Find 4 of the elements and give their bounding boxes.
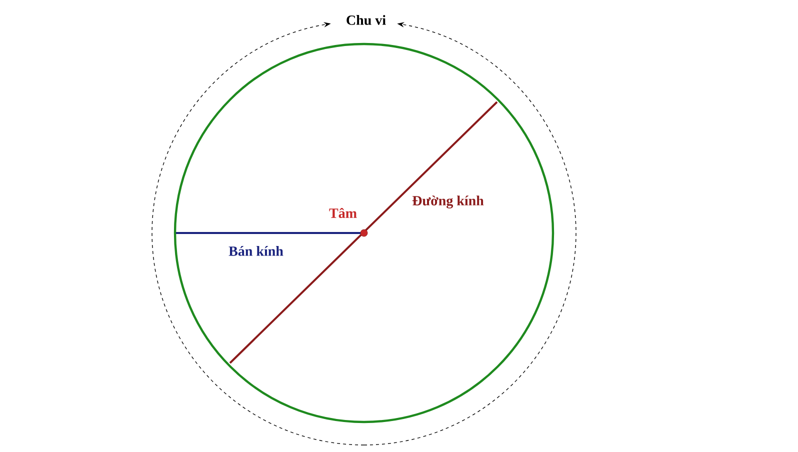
label: Bán kính <box>228 246 284 256</box>
label: Chu vi <box>346 15 386 25</box>
label: Đường kính <box>412 196 484 208</box>
label: Tâm <box>329 208 357 218</box>
